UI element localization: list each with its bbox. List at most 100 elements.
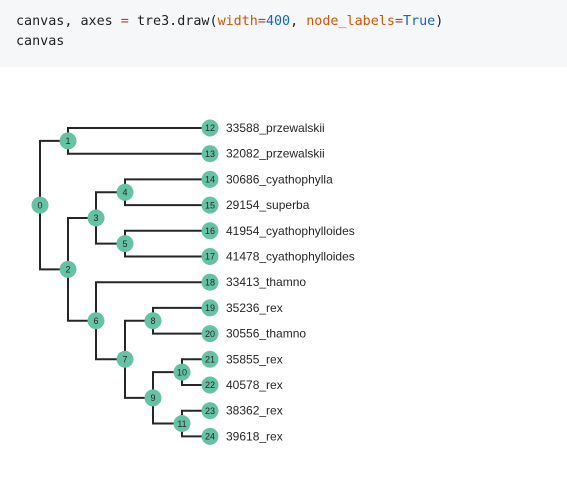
- tree-node-1: 1: [59, 132, 77, 150]
- tree-edge: [152, 320, 210, 335]
- code-arg-sep: ,: [290, 14, 307, 29]
- tip-label-16: 41954_cyathophylloides: [226, 224, 355, 238]
- tree-node-13: 13: [201, 145, 219, 163]
- tip-label-13: 32082_przewalskii: [226, 147, 325, 161]
- tree-node-22: 22: [201, 376, 219, 394]
- tree-node-23: 23: [201, 402, 219, 420]
- tree-node-12: 12: [201, 119, 219, 137]
- code-arg-node-labels-value: True: [403, 14, 436, 29]
- node-marker: [59, 132, 77, 150]
- node-marker: [201, 350, 219, 368]
- node-label: 15: [205, 200, 215, 210]
- tree-edge: [67, 140, 210, 155]
- tree-edge: [95, 320, 125, 361]
- tree-node-3: 3: [87, 209, 105, 227]
- tip-label-18: 33413_thamno: [226, 275, 306, 289]
- code-arg-width-name: width: [217, 14, 258, 29]
- tree-node-20: 20: [201, 325, 219, 343]
- node-label: 5: [122, 239, 127, 249]
- node-marker: [201, 299, 219, 317]
- node-marker: [173, 415, 191, 433]
- tip-label-12: 33588_przewalskii: [226, 121, 325, 135]
- node-label: 17: [205, 252, 215, 262]
- node-marker: [144, 312, 162, 330]
- node-label: 2: [65, 265, 70, 275]
- node-label: 6: [93, 316, 98, 326]
- node-label: 23: [205, 406, 215, 416]
- node-label: 1: [65, 136, 70, 146]
- node-marker: [173, 363, 191, 381]
- tree-node-4: 4: [116, 183, 134, 201]
- node-marker: [201, 402, 219, 420]
- tree-edge: [67, 216, 96, 270]
- tree-edge: [67, 127, 210, 141]
- tree-node-0: 0: [31, 196, 49, 214]
- tree-node-11: 11: [173, 415, 191, 433]
- tip-label-17: 41478_cyathophylloides: [226, 250, 355, 264]
- tip-labels: 33588_przewalskii 32082_przewalskii 30686_…: [226, 121, 355, 443]
- tree-node-17: 17: [201, 248, 219, 265]
- node-label: 21: [205, 355, 215, 365]
- tree-node-16: 16: [201, 222, 219, 240]
- tree-node-18: 18: [201, 273, 219, 291]
- code-cell[interactable]: canvas, axes = tre3.draw(width=400, node…: [0, 0, 567, 67]
- tip-label-19: 35236_rex: [226, 301, 283, 315]
- node-marker: [201, 427, 219, 445]
- tree-node-24: 24: [201, 427, 219, 445]
- node-marker: [201, 145, 219, 163]
- node-marker: [144, 389, 162, 407]
- tree-drawing: 0123456789101112131415161718192021222324…: [31, 119, 355, 445]
- node-label: 7: [122, 355, 127, 365]
- code-line-2: canvas: [16, 33, 65, 49]
- code-line-1: canvas, axes = tre3.draw(width=400, node…: [16, 14, 443, 29]
- node-marker: [201, 170, 219, 188]
- node-marker: [201, 119, 219, 137]
- node-label: 16: [205, 226, 215, 236]
- code-arg-width-value: 400: [265, 14, 291, 29]
- node-marker: [87, 312, 105, 330]
- node-label: 9: [150, 393, 155, 403]
- tip-label-22: 40578_rex: [226, 378, 283, 392]
- tree-node-8: 8: [144, 312, 162, 330]
- tip-label-14: 30686_cyathophylla: [226, 172, 333, 186]
- node-marker: [201, 248, 219, 265]
- tree-node-14: 14: [201, 170, 219, 188]
- tree-node-9: 9: [144, 389, 162, 407]
- node-label: 20: [205, 329, 215, 339]
- code-assign-op: =: [112, 14, 137, 29]
- tree-edge: [152, 306, 210, 321]
- node-label: 22: [205, 380, 215, 390]
- tree-edge: [95, 217, 125, 245]
- node-marker: [116, 183, 134, 201]
- tree-edge: [124, 178, 210, 193]
- node-label: 4: [122, 187, 127, 197]
- tree-node-10: 10: [173, 363, 191, 381]
- code-close-paren: ): [435, 14, 444, 29]
- code-arg-node-labels-name: node_labels: [306, 14, 395, 29]
- code-arg-eq: =: [257, 14, 266, 29]
- tip-label-20: 30556_thamno: [226, 327, 306, 341]
- tree-edge: [124, 192, 210, 207]
- tree-node-15: 15: [201, 196, 219, 214]
- tree-node-6: 6: [87, 312, 105, 330]
- tree-edges: [39, 127, 210, 438]
- node-marker: [116, 235, 134, 253]
- tree-node-2: 2: [59, 260, 77, 278]
- node-marker: [31, 196, 49, 214]
- tree-node-5: 5: [116, 235, 134, 253]
- node-marker: [116, 350, 134, 368]
- tree-edge: [152, 397, 182, 425]
- node-label: 3: [93, 213, 98, 223]
- node-label: 0: [37, 200, 42, 210]
- tree-edge: [124, 359, 153, 399]
- node-label: 19: [205, 303, 215, 313]
- tip-label-24: 39618_rex: [226, 429, 283, 443]
- tip-label-23: 38362_rex: [226, 404, 283, 418]
- tree-edge: [39, 205, 68, 271]
- node-marker: [201, 325, 219, 343]
- node-label: 8: [150, 316, 155, 326]
- node-label: 14: [205, 175, 215, 185]
- tree-edge: [124, 229, 210, 244]
